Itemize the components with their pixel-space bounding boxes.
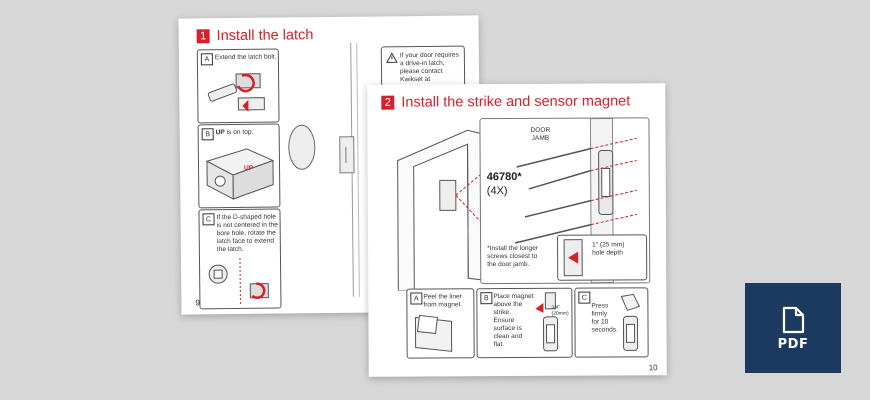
panel-b-up-on-top: B UP is on top. UP <box>197 123 281 209</box>
panel-b-place-magnet: B Place magnet above the strike. Ensure … <box>476 287 573 359</box>
pdf-label: PDF <box>777 336 809 352</box>
hole-depth-illustration <box>563 239 583 277</box>
latch-face-illustration <box>205 148 275 200</box>
panel-b-text: UP is on top. <box>215 128 254 137</box>
part-quantity: (4X) <box>486 185 508 198</box>
panel-letter: A <box>410 292 423 305</box>
note-line: Kwikset at <box>400 75 431 84</box>
screw-footnote: *Install the longer screws closest to th… <box>487 244 539 269</box>
panel-letter: B <box>480 292 493 305</box>
panel-letter: C <box>202 213 215 226</box>
warning-icon <box>386 52 398 63</box>
panel-c-press-firmly: C Press firmly for 10 seconds. <box>574 287 649 358</box>
panel-c-line: the latch. <box>216 245 244 254</box>
hole-depth-inset: 1" (25 mm) hole depth <box>557 234 648 281</box>
page-number: 9 <box>195 298 200 308</box>
drive-in-latch-note: If your door requires a drive-in latch, … <box>380 45 466 99</box>
panel-a-text: Peel the liner from magnet. <box>423 293 463 309</box>
latch-bolt-illustration <box>207 73 265 112</box>
magnet-liner-illustration <box>414 314 453 352</box>
door-edge-illustration <box>288 42 360 297</box>
manual-page-9: 1 Install the latch If your door require… <box>178 15 482 315</box>
panel-a-peel-liner: A Peel the liner from magnet. <box>406 288 475 359</box>
panel-letter: A <box>200 53 213 66</box>
panel-a-text: Extend the latch bolt. <box>214 53 277 62</box>
step-2-heading: 2 Install the strike and sensor magnet <box>381 93 631 111</box>
page-number: 10 <box>648 363 658 373</box>
panel-c-line: latch face to extend <box>216 237 275 246</box>
hole-depth-label: 1" (25 mm) hole depth <box>592 241 625 257</box>
press-magnet-illustration <box>620 293 641 351</box>
step-number: 2 <box>381 95 395 110</box>
manual-page-10: 2 Install the strike and sensor magnet D… <box>367 83 667 377</box>
up-mark: UP <box>243 164 254 172</box>
panel-letter: B <box>201 128 214 141</box>
part-number: 46780* <box>486 170 522 184</box>
panel-letter: C <box>578 291 591 304</box>
panel-b-text: Place magnet above the strike. Ensure su… <box>493 292 534 349</box>
panel-c-rotate-latch: C If the D-shaped hole is not centered i… <box>198 208 282 310</box>
strike-detail-panel: DOOR JAMB 46780* (4X) *Install the longe… <box>479 117 651 285</box>
measurement-label: 3/4" (20mm) <box>551 304 569 317</box>
panel-a-extend-latch: A Extend the latch bolt. <box>196 48 280 124</box>
panel-c-text: Press firmly for 10 seconds. <box>591 302 618 334</box>
step-title: Install the strike and sensor magnet <box>401 93 631 111</box>
magnet-placement-illustration <box>535 292 559 352</box>
rotate-latch-illustration <box>208 257 269 304</box>
pdf-file-icon <box>782 306 805 333</box>
pdf-download-button[interactable]: PDF <box>745 283 841 373</box>
